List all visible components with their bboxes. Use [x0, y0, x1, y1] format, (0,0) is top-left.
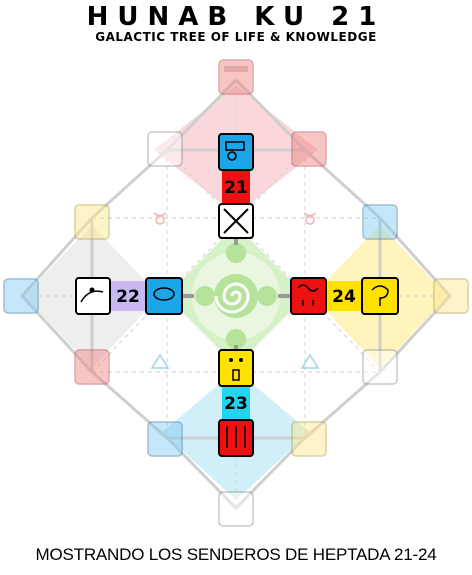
faded-glyphs — [3, 59, 469, 527]
center-node-top — [226, 243, 246, 263]
far-east-yellow-glyph-icon — [433, 278, 469, 314]
se-yellow-glyph-icon — [291, 421, 327, 457]
hand-glyph-icon — [218, 133, 254, 171]
center-node-right — [257, 286, 277, 306]
ne-red-glyph-icon — [291, 131, 327, 167]
nw-white-glyph-icon — [147, 131, 183, 167]
sw-blue-glyph-icon — [147, 421, 183, 457]
page-subtitle: GALACTIC TREE OF LIFE & KNOWLEDGE — [95, 30, 377, 44]
path-22-band — [110, 281, 146, 311]
serpent-glyph-icon — [290, 277, 327, 315]
west-red-glyph-icon — [74, 349, 110, 385]
center-node-left — [195, 286, 215, 306]
hunab-ku-spiral-icon — [214, 274, 258, 318]
south-bottom-white-glyph-icon — [218, 491, 254, 527]
east-white-glyph-icon — [362, 349, 398, 385]
seed-glyph-icon — [218, 349, 254, 387]
east-blue-glyph-icon — [362, 204, 398, 240]
footer-caption: MOSTRANDO LOS SENDEROS DE HEPTADA 21-24 — [35, 545, 437, 564]
wind-glyph-icon — [75, 277, 111, 315]
path-21-number: 21 — [224, 178, 248, 198]
north-top-red-glyph-icon — [218, 59, 254, 95]
path-23-number: 23 — [224, 394, 248, 414]
path-23-band — [222, 386, 250, 420]
earth-glyph-icon — [145, 277, 183, 315]
path-22-number: 22 — [116, 287, 140, 307]
center-node-bottom — [226, 329, 246, 349]
faint-symbols — [153, 212, 317, 225]
page-title: HUNAB KU 21 — [86, 2, 386, 32]
path-24-band — [326, 281, 362, 311]
moon-glyph-icon — [361, 277, 399, 315]
west-yellow-glyph-icon — [74, 204, 110, 240]
path-24-number: 24 — [332, 287, 356, 307]
path-21-band — [222, 170, 250, 204]
far-west-blue-glyph-icon — [3, 278, 39, 314]
